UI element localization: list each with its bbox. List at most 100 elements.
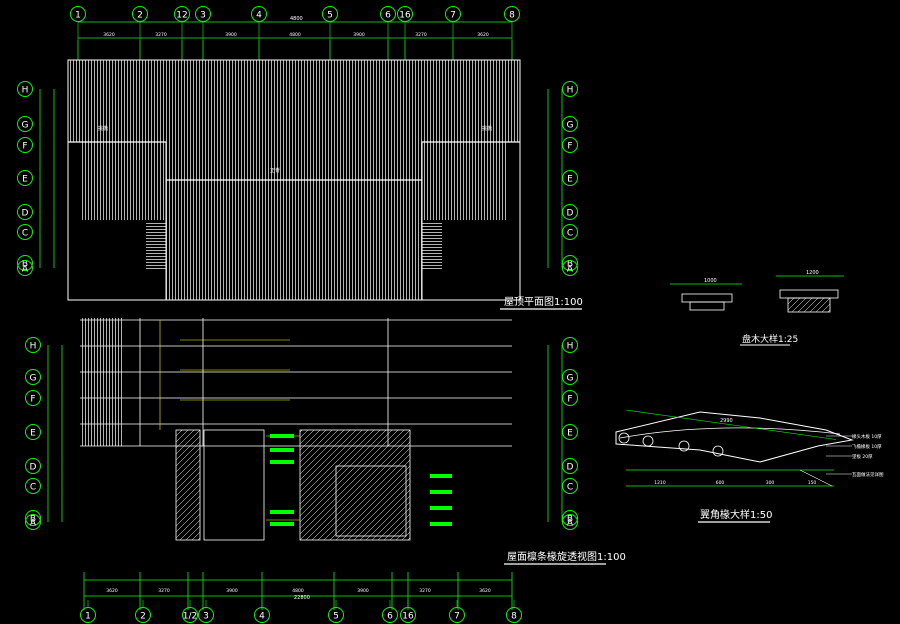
axis-bubble-label: 1/2	[183, 612, 197, 622]
row-bubble-left-top-C: C	[17, 224, 33, 240]
axis-bubble-circle	[562, 424, 578, 440]
roof-hatch-right-wing	[422, 142, 506, 220]
row-bubble-right-bottom-B: B	[562, 510, 578, 526]
axis-bubble-label: 8	[511, 612, 517, 622]
roof-tag-left: 挑檐	[98, 125, 108, 132]
axis-bubble-label: F	[30, 395, 35, 405]
section-detail-title: 盘木大样1:25	[742, 333, 798, 345]
roof-hatch-upper	[68, 60, 520, 142]
axis-bubble-circle	[562, 81, 578, 97]
axis-bubble-label: D	[567, 463, 574, 473]
eave-detail-span: 2990	[720, 418, 733, 424]
axis-bubble-label: 7	[450, 11, 456, 21]
eave-note: 飞檐椽板 10厚	[852, 443, 882, 450]
axis-bubble-label: 6	[387, 612, 393, 622]
axis-bubble-circle	[445, 6, 461, 22]
axis-bubble-circle	[562, 369, 578, 385]
axis-bubble-label: C	[567, 483, 573, 493]
bottom-axis-bubble-5: 5	[328, 607, 344, 623]
roof-hatch-left-gable	[146, 222, 166, 270]
row-bubble-left-bottom-H: H	[25, 337, 41, 353]
top-axis-bubble-1: 1	[70, 6, 86, 22]
axis-bubble-circle	[562, 260, 578, 276]
row-bubble-right-top-C: C	[562, 224, 578, 240]
row-bubble-right-bottom-G: G	[562, 369, 578, 385]
top-axis-bubble-4: 4	[251, 6, 267, 22]
axis-bubble-label: C	[567, 229, 573, 239]
roof-tag-right: 挑檐	[482, 125, 492, 132]
axis-bubble-label: 4	[256, 11, 262, 21]
axis-bubble-circle	[25, 337, 41, 353]
axis-bubble-label: G	[567, 121, 574, 131]
row-bubble-left-top-B: B	[17, 255, 33, 271]
axis-bubble-circle	[562, 170, 578, 186]
row-bubble-left-bottom-F: F	[25, 390, 41, 406]
axis-bubble-label: D	[30, 463, 37, 473]
axis-bubble-circle	[25, 390, 41, 406]
bottom-axis-bubble-2: 2	[135, 607, 151, 623]
axis-bubble-circle	[562, 137, 578, 153]
axis-bubble-circle	[17, 170, 33, 186]
rafter-right-block	[299, 429, 411, 541]
roof-hatch-center	[166, 180, 422, 300]
row-bubble-left-top-H: H	[17, 81, 33, 97]
axis-bubble-circle	[562, 458, 578, 474]
bottom-span-dim: 3270	[158, 588, 170, 594]
bottom-axis-bubble-3: 3	[198, 607, 214, 623]
top-span-dim: 3900	[353, 32, 365, 38]
top-axis-bubble-12: 12	[174, 6, 190, 22]
row-bubble-right-top-B: B	[562, 255, 578, 271]
rafter-left-hatch	[80, 318, 124, 446]
axis-bubble-circle	[17, 116, 33, 132]
eave-note: 瓦面做法见详图	[852, 471, 884, 478]
axis-bubble-label: 2	[137, 11, 143, 21]
bottom-span-dim: 3900	[226, 588, 238, 594]
top-axis-bubble-6: 6	[380, 6, 396, 22]
row-bubble-left-bottom-C: C	[25, 478, 41, 494]
axis-bubble-label: E	[22, 175, 28, 185]
axis-bubble-label: B	[22, 260, 28, 270]
top-overall-dimension: 4800	[290, 16, 303, 22]
top-span-dim: 3620	[477, 32, 489, 38]
rafter-center-opening	[203, 429, 265, 541]
axis-bubble-label: G	[22, 121, 29, 131]
axis-bubble-circle	[504, 6, 520, 22]
eave-note: 望板 20厚	[852, 453, 873, 460]
axis-bubble-circle	[562, 116, 578, 132]
roof-hatch-right-gable	[422, 222, 442, 270]
axis-bubble-label: E	[30, 429, 36, 439]
axis-bubble-label: B	[30, 515, 36, 525]
row-bubble-right-top-D: D	[562, 204, 578, 220]
top-axis-bubble-7: 7	[445, 6, 461, 22]
axis-bubble-circle	[562, 204, 578, 220]
row-bubble-right-top-F: F	[562, 137, 578, 153]
row-bubble-right-bottom-E: E	[562, 424, 578, 440]
row-bubble-left-bottom-D: D	[25, 458, 41, 474]
axis-bubble-label: 1	[85, 612, 91, 622]
axis-bubble-label: 8	[509, 11, 515, 21]
row-bubble-left-top-D: D	[17, 204, 33, 220]
row-bubble-right-top-E: E	[562, 170, 578, 186]
axis-bubble-circle	[562, 224, 578, 240]
top-axis-bubble-8: 8	[504, 6, 520, 22]
eave-note: 椽头木板 10厚	[852, 433, 882, 440]
axis-bubble-circle	[25, 424, 41, 440]
eave-corner-detail	[615, 409, 854, 487]
axis-bubble-label: 12	[176, 11, 187, 21]
axis-bubble-circle	[25, 458, 41, 474]
row-bubble-left-bottom-A: A	[25, 514, 41, 530]
axis-bubble-circle	[17, 255, 33, 271]
axis-bubble-label: 2	[140, 612, 146, 622]
axis-bubble-circle	[562, 390, 578, 406]
axis-bubble-label: B	[567, 260, 573, 270]
axis-bubble-label: G	[30, 374, 37, 384]
axis-bubble-label: A	[567, 519, 574, 529]
axis-bubble-label: 7	[454, 612, 460, 622]
row-bubble-left-top-F: F	[17, 137, 33, 153]
row-bubble-right-bottom-H: H	[562, 337, 578, 353]
axis-bubble-label: A	[567, 265, 574, 275]
axis-bubble-circle	[174, 6, 190, 22]
